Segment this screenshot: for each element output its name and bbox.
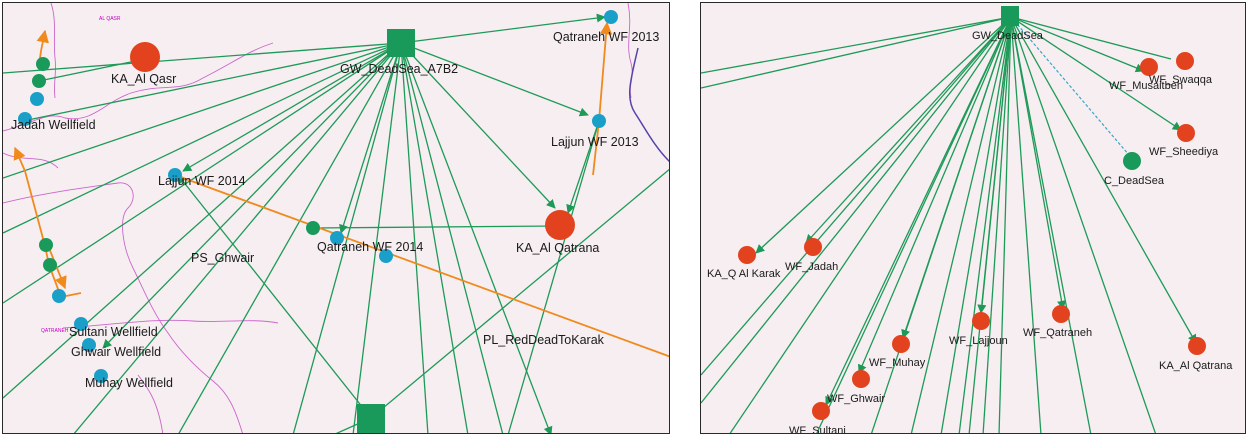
label-ghwair-wellfield: Ghwair Wellfield: [71, 345, 161, 359]
label-al-qasr-region: AL QASR: [99, 16, 121, 22]
label-jadah-wellfield: Jadah Wellfield: [11, 118, 96, 132]
map-panel-left[interactable]: AL QASR QATRANEH KA_Al Qasr GW_DeadSea_A…: [2, 2, 670, 434]
label-qatraneh-wf-2014: Qatraneh WF 2014: [317, 240, 423, 254]
c-deadsea-node[interactable]: [1123, 152, 1141, 170]
label-muhay-wellfield: Muhay Wellfield: [85, 376, 173, 390]
wf-sheediya-node[interactable]: [1177, 124, 1195, 142]
river-line: [629, 47, 669, 163]
wf-ghwair-node[interactable]: [852, 370, 870, 388]
left-map-canvas[interactable]: AL QASR QATRANEH KA_Al Qasr GW_DeadSea_A…: [3, 3, 670, 434]
jadah-wellfield-node[interactable]: [18, 112, 32, 126]
label-wf-ghwair: WF_Ghwair: [827, 393, 885, 405]
label-qatraneh-wf-2013: Qatraneh WF 2013: [553, 30, 659, 44]
label-gw-deadsea-a7b2: GW_DeadSea_A7B2: [340, 62, 458, 76]
qatraneh-wf-2014-node[interactable]: [330, 231, 344, 245]
groundwater-square-node[interactable]: [357, 404, 385, 434]
green-node-qasr-2[interactable]: [32, 74, 46, 88]
wf-sultani-node[interactable]: [812, 402, 830, 420]
gw-deadsea-a7b2-node[interactable]: [387, 29, 415, 57]
label-qatraneh-region: QATRANEH: [41, 328, 69, 334]
green-node-qasr-1[interactable]: [36, 57, 50, 71]
green-node-ghwair-1[interactable]: [39, 238, 53, 252]
green-node-qatraneh[interactable]: [306, 221, 320, 235]
label-ka-al-qatrana: KA_Al Qatrana: [1159, 360, 1233, 372]
label-sultani-wellfield: Sultani Wellfield: [69, 325, 158, 339]
right-map-canvas[interactable]: GW_DeadSea WF_Swaqqa WF_Musaitbeh WF_She…: [701, 3, 1246, 434]
pipeline-node[interactable]: [379, 249, 393, 263]
map-panel-right[interactable]: GW_DeadSea WF_Swaqqa WF_Musaitbeh WF_She…: [700, 2, 1246, 434]
admin-boundaries: [3, 3, 633, 433]
ghwair-wellfield-node[interactable]: [82, 338, 96, 352]
ka-al-qatrana-node[interactable]: [545, 210, 575, 240]
label-lajjun-wf-2013: Lajjun WF 2013: [551, 135, 639, 149]
lajjun-wf-2013-node[interactable]: [592, 114, 606, 128]
transmission-links: [701, 16, 1197, 433]
label-ka-q-al-karak: KA_Q Al Karak: [707, 268, 781, 280]
wf-qatraneh-node[interactable]: [1052, 305, 1070, 323]
wf-swaqqa-node[interactable]: [1176, 52, 1194, 70]
lajjun-wf-2014-node[interactable]: [168, 168, 182, 182]
conveyance-lines: [13, 21, 669, 358]
label-wf-sheediya: WF_Sheediya: [1149, 146, 1219, 158]
wf-jadah-node[interactable]: [804, 238, 822, 256]
gw-deadsea-node[interactable]: [1001, 6, 1019, 26]
wf-muhay-node[interactable]: [892, 335, 910, 353]
transmission-links: [3, 13, 669, 433]
label-gw-deadsea: GW_DeadSea: [972, 30, 1044, 42]
label-ka-al-qatrana: KA_Al Qatrana: [516, 241, 599, 255]
qatraneh-wf-2013-node[interactable]: [604, 10, 618, 24]
label-c-deadsea: C_DeadSea: [1104, 175, 1165, 187]
sultani-wellfield-node[interactable]: [74, 317, 88, 331]
green-node-ghwair-2[interactable]: [43, 258, 57, 272]
label-wf-musaitbeh: WF_Musaitbeh: [1109, 80, 1183, 92]
label-pl-reddeadtokarak: PL_RedDeadToKarak: [483, 333, 605, 347]
wf-lajjoun-node[interactable]: [972, 312, 990, 330]
label-wf-sultani: WF_Sultani: [789, 425, 846, 434]
label-wf-lajjoun: WF_Lajjoun: [949, 335, 1008, 347]
ka-al-qatrana-node[interactable]: [1188, 337, 1206, 355]
label-ka-al-qasr: KA_Al Qasr: [111, 72, 176, 86]
muhay-wellfield-node[interactable]: [94, 369, 108, 383]
ka-al-qasr-node[interactable]: [130, 42, 160, 72]
label-wf-muhay: WF_Muhay: [869, 357, 926, 369]
dashed-link-c-deadsea: [1010, 16, 1130, 156]
label-wf-qatraneh: WF_Qatraneh: [1023, 327, 1092, 339]
ghwair-junction-node[interactable]: [52, 289, 66, 303]
wellfield-node-1[interactable]: [30, 92, 44, 106]
label-wf-jadah: WF_Jadah: [785, 261, 838, 273]
ka-q-al-karak-node[interactable]: [738, 246, 756, 264]
label-lajjun-wf-2014: Lajjun WF 2014: [158, 174, 246, 188]
wf-musaitbeh-node[interactable]: [1140, 58, 1158, 76]
label-ps-ghwair: PS_Ghwair: [191, 251, 254, 265]
label-wf-swaqqa: WF_Swaqqa: [1149, 74, 1213, 86]
